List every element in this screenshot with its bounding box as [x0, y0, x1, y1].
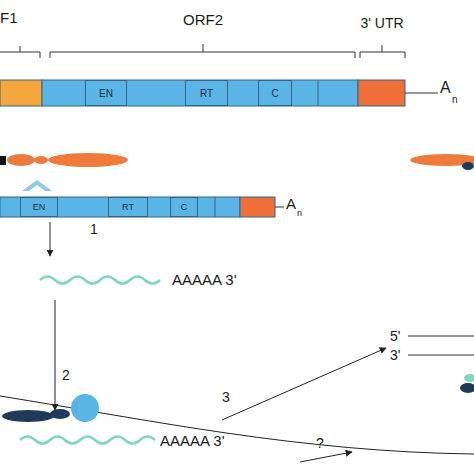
domain-label: C	[181, 202, 188, 212]
orf2-chevron	[22, 180, 52, 191]
segment-divider	[318, 80, 319, 106]
step-arrow	[55, 300, 56, 410]
curve-line	[0, 396, 474, 454]
step-arrow	[50, 222, 51, 256]
step-arrow	[222, 348, 386, 420]
orf1-protein	[34, 156, 48, 164]
rnp-protein	[460, 383, 474, 393]
rna-end-label: AAAAA 3'	[160, 433, 225, 448]
domain-box: EN	[85, 80, 127, 106]
protein-tag	[0, 156, 6, 165]
utr-bracket	[360, 45, 405, 58]
domain-box: C	[258, 80, 292, 106]
strand-end-label: 5'	[390, 329, 400, 343]
rnp-protein	[71, 394, 99, 422]
polya-label: A	[440, 80, 451, 96]
mrna-strand	[40, 277, 160, 284]
orf1-protein	[48, 153, 128, 167]
strand-end-label: 3'	[390, 348, 400, 362]
gene-part-label: 3' UTR	[360, 16, 403, 30]
domain-label: EN	[99, 88, 113, 99]
step-arrow	[300, 452, 352, 462]
orf2-bracket	[50, 44, 355, 58]
rnp-protein	[2, 410, 54, 422]
domain-box: RT	[108, 197, 148, 217]
gene-part-label: F1	[0, 10, 18, 25]
domain-label: RT	[200, 88, 213, 99]
polya-subscript: n	[452, 95, 458, 105]
unknown-step-mark: ?	[316, 436, 324, 450]
domain-box: EN	[20, 197, 58, 217]
domain-label: EN	[33, 202, 46, 212]
polya-line	[405, 93, 438, 94]
polya-subscript: n	[297, 209, 302, 218]
domain-label: C	[271, 88, 278, 99]
orf1-segment	[0, 80, 42, 106]
rnp-protein	[464, 374, 474, 382]
utr-segment	[240, 197, 275, 217]
rna-end-label: AAAAA 3'	[172, 272, 237, 287]
protein-tag	[462, 162, 474, 170]
domain-label: RT	[122, 202, 134, 212]
domain-box: C	[170, 197, 198, 217]
gene-part-label: ORF2	[183, 12, 223, 27]
polya-label: A	[286, 196, 296, 211]
orf2-segment	[42, 80, 358, 106]
orf1-bracket	[0, 46, 40, 58]
utr-segment	[358, 80, 405, 106]
orf2-segment	[0, 197, 240, 217]
step-number: 1	[90, 222, 98, 236]
domain-box: RT	[185, 80, 228, 106]
segment-divider	[215, 197, 216, 217]
orf1-protein	[7, 154, 35, 166]
dna-strand	[408, 336, 474, 337]
dna-strand	[408, 355, 474, 356]
mrna-strand	[20, 437, 155, 444]
step-number: 2	[62, 368, 70, 382]
step-number: 3	[222, 390, 230, 404]
polya-line	[275, 207, 284, 208]
rnp-protein	[50, 409, 70, 419]
